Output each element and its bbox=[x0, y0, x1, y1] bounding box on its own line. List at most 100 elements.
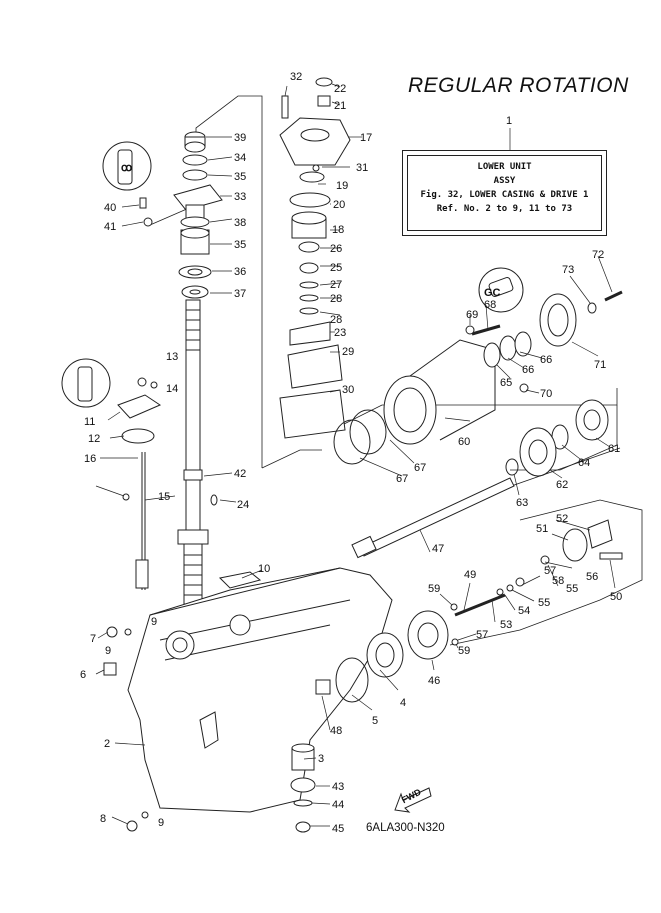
callout-45: 45 bbox=[332, 823, 344, 835]
callout-58: 58 bbox=[552, 575, 564, 587]
callout-17: 17 bbox=[360, 132, 372, 144]
upper-seal-stack bbox=[139, 131, 223, 299]
info-line-1: LOWER UNIT bbox=[477, 162, 532, 172]
callout-13: 13 bbox=[166, 351, 178, 363]
detail-magnifier-upper: ꝏ bbox=[102, 141, 152, 191]
callout-9: 9 bbox=[105, 645, 111, 657]
callout-33: 33 bbox=[234, 191, 246, 203]
info-box: LOWER UNIT ASSY Fig. 32, LOWER CASING & … bbox=[402, 150, 607, 236]
callout-68: 68 bbox=[484, 299, 496, 311]
callout-27: 27 bbox=[330, 279, 342, 291]
callout-6: 6 bbox=[80, 669, 86, 681]
callout-16: 16 bbox=[84, 453, 96, 465]
gearcase-housing bbox=[127, 567, 393, 813]
callout-12: 12 bbox=[88, 433, 100, 445]
callout-69: 69 bbox=[466, 309, 478, 321]
callout-28: 28 bbox=[330, 293, 342, 305]
end-cap-group: GC bbox=[478, 267, 623, 347]
callout-37: 37 bbox=[234, 288, 246, 300]
info-line-4: Ref. No. 2 to 9, 11 to 73 bbox=[436, 204, 573, 214]
callout-22: 22 bbox=[334, 83, 346, 95]
callout-15: 15 bbox=[158, 491, 170, 503]
callout-57: 57 bbox=[476, 629, 488, 641]
callout-7: 7 bbox=[90, 633, 96, 645]
callout-39: 39 bbox=[234, 132, 246, 144]
callout-43: 43 bbox=[332, 781, 344, 793]
callout-29: 29 bbox=[342, 346, 354, 358]
callout-leaders bbox=[95, 83, 616, 827]
diagram-title: REGULAR ROTATION bbox=[408, 74, 629, 97]
drawing-code: 6ALA300-N320 bbox=[366, 822, 445, 834]
callout-labels: 2345678999101112131415161718192021222324… bbox=[80, 71, 622, 835]
callout-14: 14 bbox=[166, 383, 178, 395]
callout-9: 9 bbox=[158, 817, 164, 829]
callout-40: 40 bbox=[104, 202, 116, 214]
callout-11: 11 bbox=[84, 416, 95, 428]
callout-30: 30 bbox=[342, 384, 354, 396]
callout-35: 35 bbox=[234, 171, 246, 183]
callout-52: 52 bbox=[556, 513, 568, 525]
callout-51: 51 bbox=[536, 523, 548, 535]
callout-60: 60 bbox=[458, 436, 470, 448]
callout-42: 42 bbox=[234, 468, 246, 480]
callout-66: 66 bbox=[522, 364, 534, 376]
callout-65: 65 bbox=[500, 377, 512, 389]
lower-fasteners bbox=[103, 626, 149, 832]
callout-72: 72 bbox=[592, 249, 604, 261]
callout-66: 66 bbox=[540, 354, 552, 366]
info-line-3: Fig. 32, LOWER CASING & DRIVE 1 bbox=[420, 190, 589, 200]
callout-23: 23 bbox=[334, 327, 346, 339]
callout-73: 73 bbox=[562, 264, 574, 276]
callout-5: 5 bbox=[372, 715, 378, 727]
callout-71: 71 bbox=[594, 359, 606, 371]
info-line-2: ASSY bbox=[493, 176, 516, 186]
callout-20: 20 bbox=[333, 199, 345, 211]
callout-57: 57 bbox=[544, 565, 556, 577]
callout-55: 55 bbox=[538, 597, 550, 609]
callout-1: 1 bbox=[506, 115, 512, 127]
water-pump-stack bbox=[210, 77, 351, 506]
callout-67: 67 bbox=[396, 473, 408, 485]
detail-magnifier-lower bbox=[61, 358, 111, 408]
callout-19: 19 bbox=[336, 180, 348, 192]
callout-31: 31 bbox=[356, 162, 368, 174]
callout-8: 8 bbox=[100, 813, 106, 825]
svg-text:ꝏ: ꝏ bbox=[121, 162, 132, 174]
callout-41: 41 bbox=[104, 221, 116, 233]
callout-21: 21 bbox=[334, 100, 346, 112]
callout-55: 55 bbox=[566, 583, 578, 595]
callout-4: 4 bbox=[400, 697, 406, 709]
callout-38: 38 bbox=[234, 217, 246, 229]
forward-arrow-icon bbox=[394, 787, 432, 813]
callout-53: 53 bbox=[500, 619, 512, 631]
callout-54: 54 bbox=[518, 605, 530, 617]
callout-62: 62 bbox=[556, 479, 568, 491]
callout-56: 56 bbox=[586, 571, 598, 583]
propeller-shaft-group bbox=[351, 477, 623, 646]
pinion-stack bbox=[290, 679, 331, 833]
drive-shaft bbox=[177, 299, 209, 605]
forward-gear-group bbox=[335, 610, 449, 703]
bearing-housing-group bbox=[333, 324, 609, 477]
callout-59: 59 bbox=[428, 583, 440, 595]
callout-10: 10 bbox=[258, 563, 270, 575]
callout-47: 47 bbox=[432, 543, 444, 555]
callout-35: 35 bbox=[234, 239, 246, 251]
callout-34: 34 bbox=[234, 152, 246, 164]
callout-2: 2 bbox=[104, 738, 110, 750]
callout-24: 24 bbox=[237, 499, 249, 511]
callout-46: 46 bbox=[428, 675, 440, 687]
svg-text:GC: GC bbox=[484, 287, 501, 299]
lever-and-rod bbox=[117, 377, 162, 590]
callout-50: 50 bbox=[610, 591, 622, 603]
callout-63: 63 bbox=[516, 497, 528, 509]
callout-32: 32 bbox=[290, 71, 302, 83]
callout-48: 48 bbox=[330, 725, 342, 737]
callout-44: 44 bbox=[332, 799, 344, 811]
callout-59: 59 bbox=[458, 645, 470, 657]
callout-26: 26 bbox=[330, 243, 342, 255]
callout-49: 49 bbox=[464, 569, 476, 581]
callout-61: 61 bbox=[608, 443, 620, 455]
callout-64: 64 bbox=[578, 457, 590, 469]
